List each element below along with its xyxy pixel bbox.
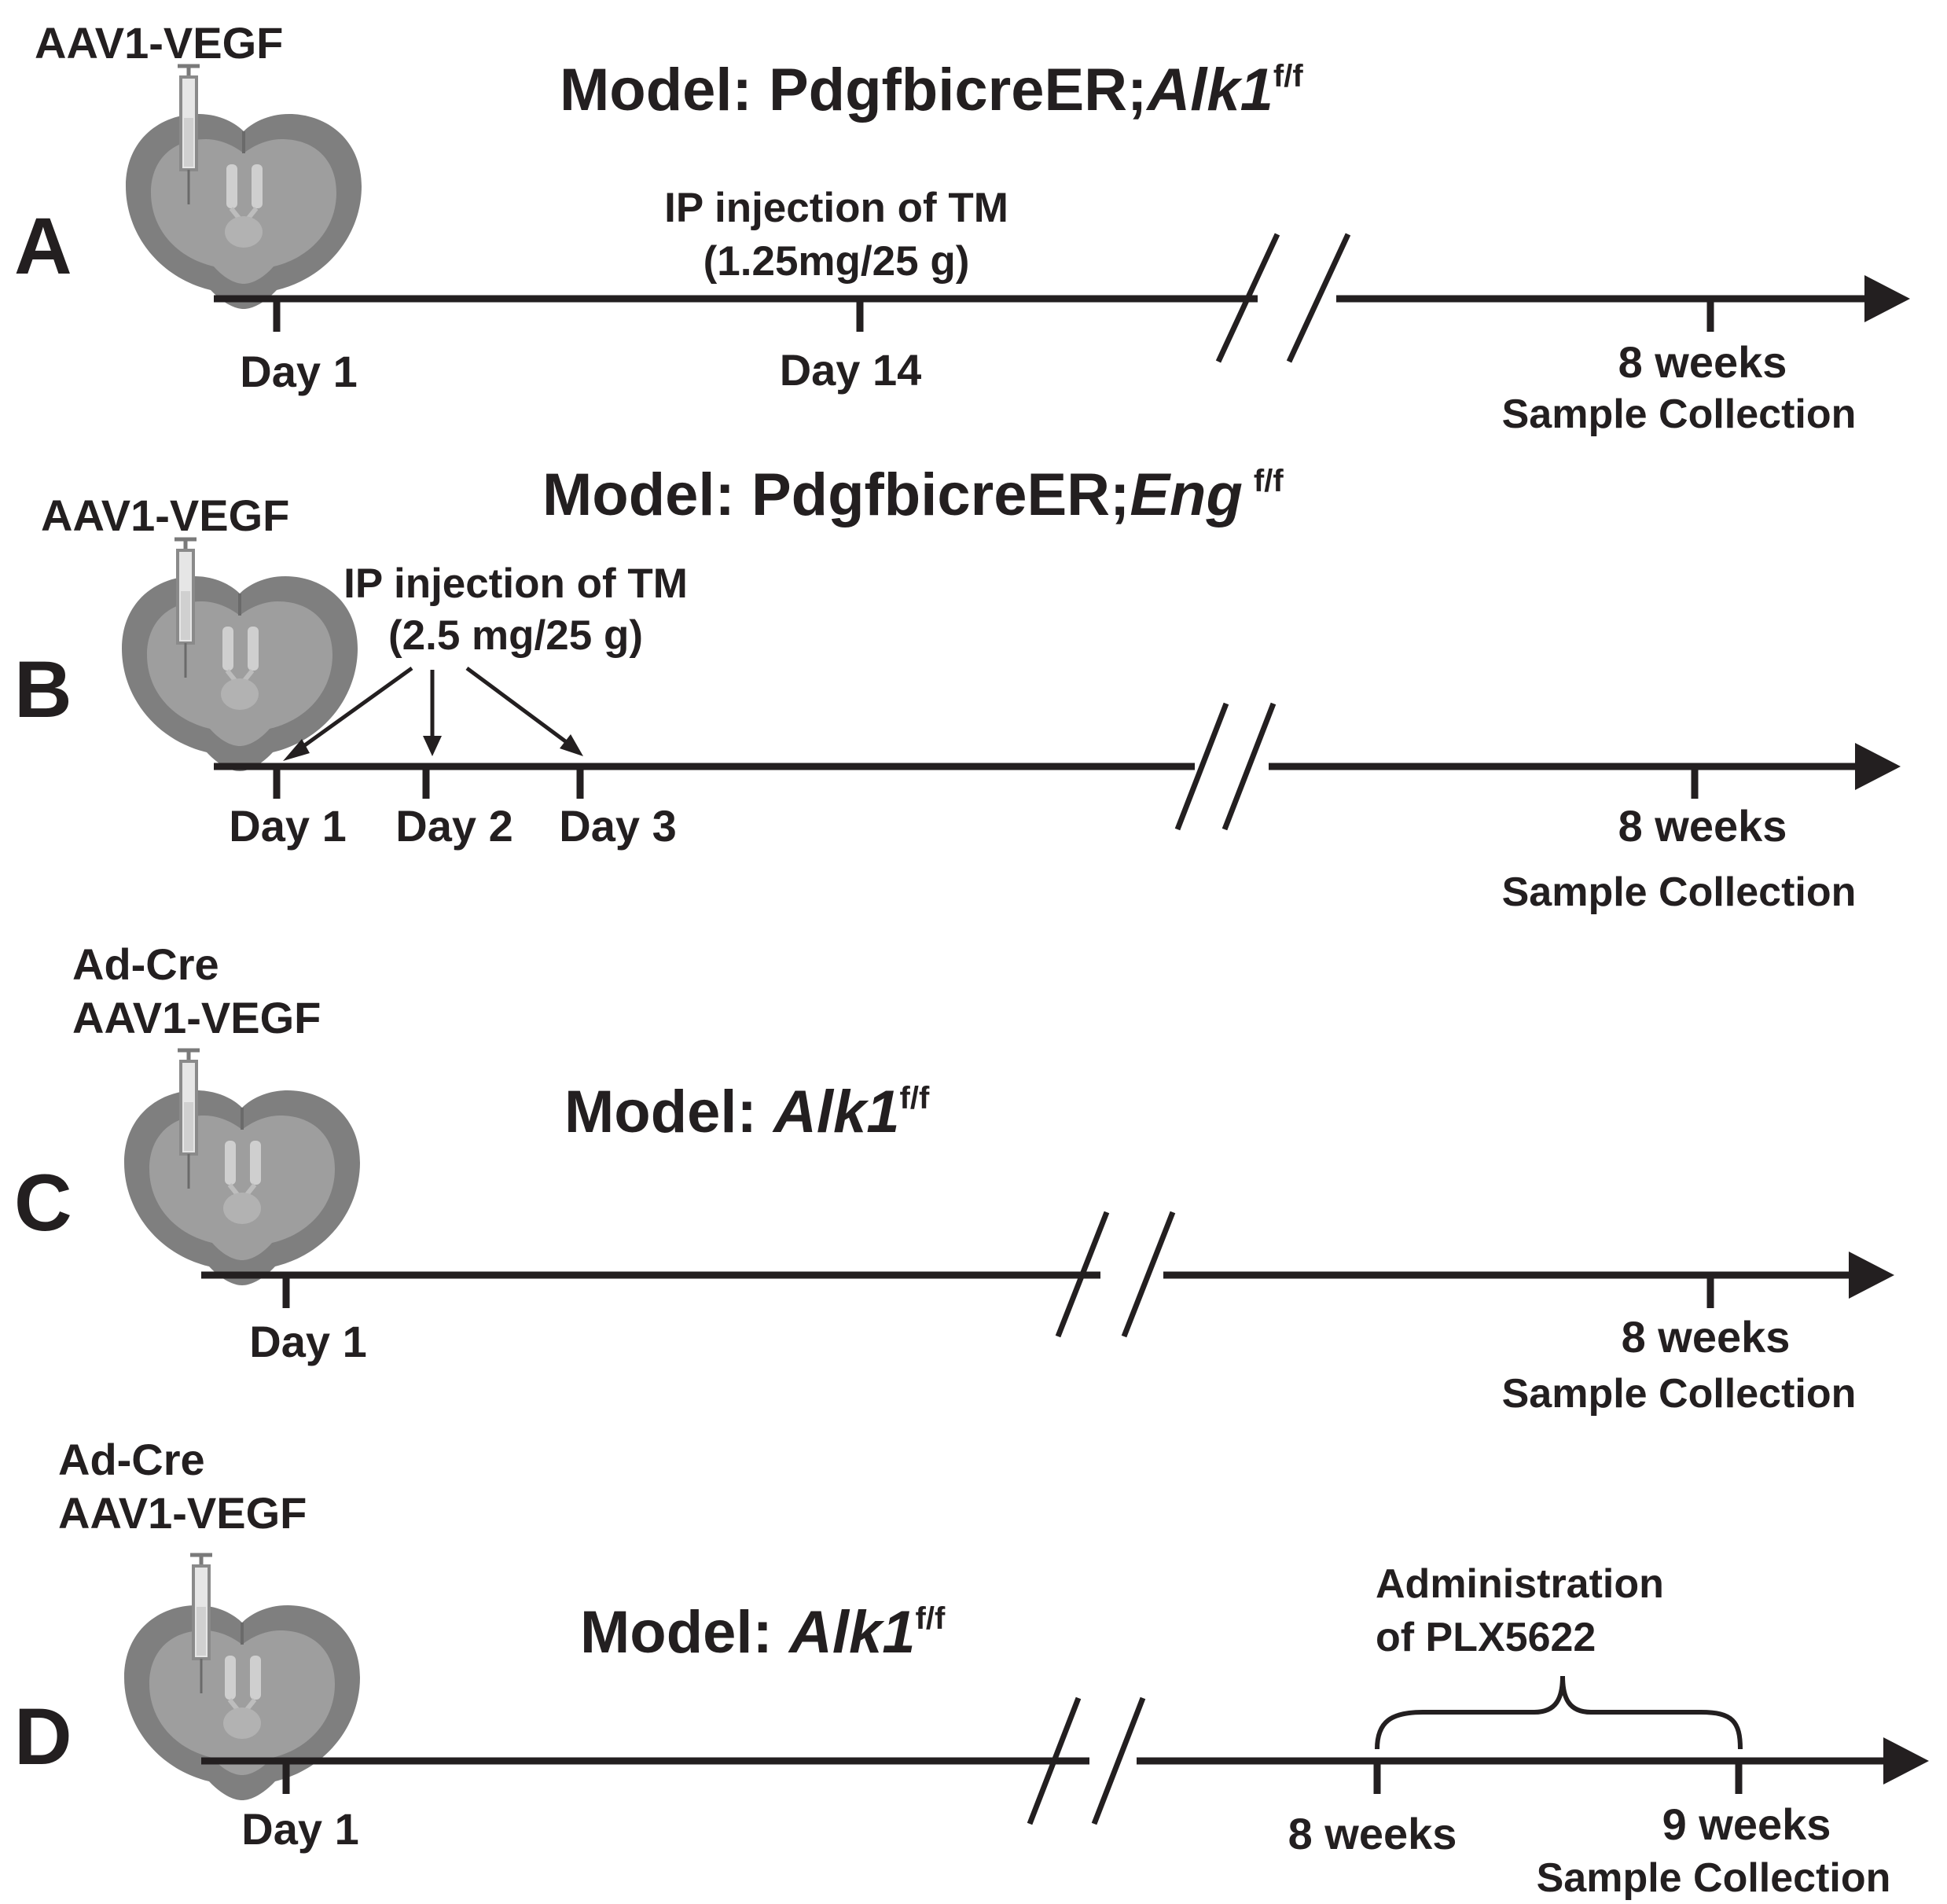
panel-letter: A bbox=[14, 201, 72, 291]
injection-arrowhead bbox=[560, 734, 583, 756]
mouse-brain-icon bbox=[126, 114, 362, 309]
injection-arrowhead bbox=[283, 739, 310, 761]
timeline-arrowhead bbox=[1849, 1252, 1894, 1299]
model-title: Model: PdgfbicreER;Alk1f/f bbox=[560, 57, 1303, 123]
timeline-arrowhead bbox=[1864, 275, 1910, 322]
model-title: Model: Alk1f/f bbox=[580, 1599, 946, 1666]
injection-label: AAV1-VEGF bbox=[35, 18, 283, 68]
timeline-arrowhead bbox=[1883, 1737, 1929, 1785]
injection-label: Ad-Cre bbox=[72, 939, 219, 989]
timeline-break bbox=[1091, 1696, 1146, 1825]
tm-dose-label: (2.5 mg/25 g) bbox=[388, 612, 643, 659]
tick-label-day-14: Day 14 bbox=[780, 345, 922, 395]
injection-arrowhead bbox=[423, 736, 442, 756]
tick-label-8-weeks: 8 weeks bbox=[1618, 801, 1787, 851]
mouse-brain-icon bbox=[124, 1605, 360, 1800]
timeline-break bbox=[1215, 233, 1280, 363]
tick-label-day-3: Day 3 bbox=[559, 801, 676, 851]
tick-label-8-weeks: 8 weeks bbox=[1288, 1809, 1457, 1858]
tm-injection-label: IP injection of TM bbox=[343, 561, 688, 607]
panel-letter: B bbox=[14, 645, 72, 734]
injection-label: AAV1-VEGF bbox=[58, 1488, 307, 1538]
timeline-break bbox=[1174, 702, 1229, 831]
tick-label-day-1: Day 1 bbox=[241, 1804, 358, 1854]
model-title: Model: Alk1f/f bbox=[564, 1079, 930, 1145]
panel-a: A AAV1-VEGF Model: PdgfbicreER;Alk1f/f I… bbox=[14, 18, 1910, 437]
tick-label-day-1: Day 1 bbox=[229, 801, 346, 851]
tick-label-day-1: Day 1 bbox=[249, 1317, 366, 1366]
timeline-break bbox=[1121, 1211, 1176, 1338]
injection-arrow bbox=[296, 666, 413, 753]
timeline-break bbox=[1027, 1696, 1082, 1825]
injection-arrow bbox=[465, 666, 569, 745]
tick-label-8-weeks: 8 weeks bbox=[1618, 337, 1787, 387]
tick-label-9-weeks: 9 weeks bbox=[1662, 1799, 1831, 1849]
tick-label-day-2: Day 2 bbox=[395, 801, 512, 851]
tm-injection-label: IP injection of TM bbox=[664, 185, 1008, 231]
timeline-break bbox=[1286, 233, 1351, 363]
injection-label: AAV1-VEGF bbox=[72, 993, 321, 1042]
mouse-brain-icon bbox=[122, 576, 358, 771]
timeline-break bbox=[1221, 702, 1277, 831]
injection-label: Ad-Cre bbox=[58, 1435, 205, 1484]
sample-collection-label: Sample Collection bbox=[1502, 391, 1857, 437]
sample-collection-label: Sample Collection bbox=[1502, 1371, 1857, 1417]
timeline-arrowhead bbox=[1855, 743, 1901, 790]
tm-dose-label: (1.25mg/25 g) bbox=[703, 238, 970, 285]
sample-collection-label: Sample Collection bbox=[1537, 1855, 1891, 1901]
treatment-brace bbox=[1375, 1675, 1743, 1750]
tick-label-day-1: Day 1 bbox=[240, 347, 357, 396]
timeline-break bbox=[1055, 1211, 1110, 1338]
tick-label-8-weeks: 8 weeks bbox=[1622, 1312, 1791, 1362]
plx5622-label: Administration bbox=[1376, 1561, 1664, 1607]
panel-letter: C bbox=[14, 1158, 72, 1248]
injection-label: AAV1-VEGF bbox=[41, 491, 289, 540]
panel-d: D Ad-Cre AAV1-VEGF Model: Alk1f/f Admini… bbox=[14, 1435, 1929, 1901]
plx5622-label: of PLX5622 bbox=[1376, 1615, 1596, 1660]
panel-letter: D bbox=[14, 1692, 72, 1781]
panel-c: C Ad-Cre AAV1-VEGF Model: Alk1f/f Day 1 … bbox=[14, 939, 1894, 1417]
sample-collection-label: Sample Collection bbox=[1502, 869, 1857, 915]
mouse-brain-icon bbox=[124, 1090, 360, 1285]
